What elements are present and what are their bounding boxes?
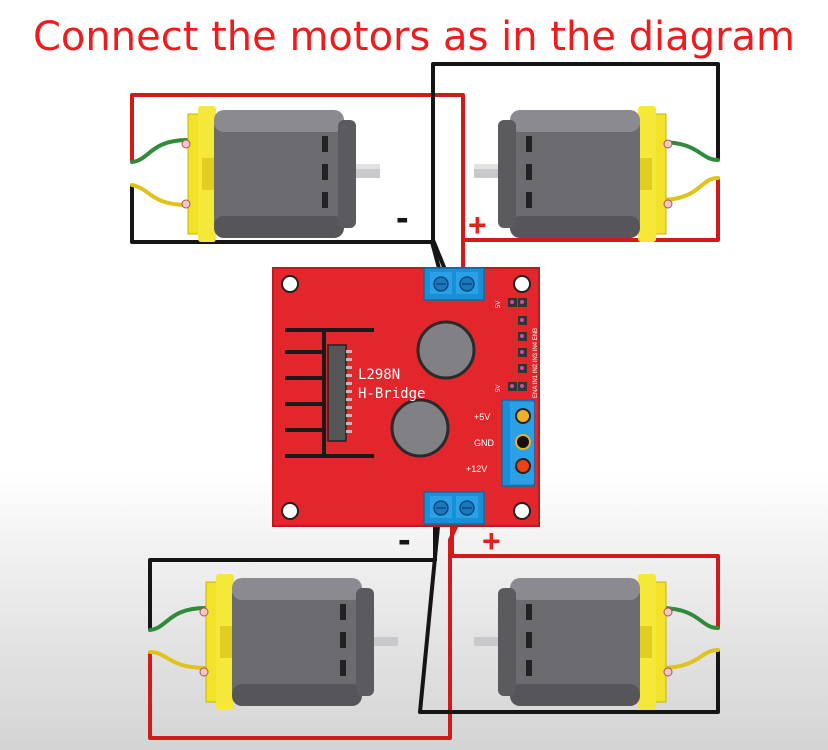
header-label-pins: ENA IN1 IN2 IN3 IN4 ENB — [533, 328, 539, 398]
wire-black-top-right — [431, 62, 720, 273]
power-label-5v: +5V — [474, 412, 490, 422]
header-label-5v-lower: 5V — [496, 385, 502, 392]
power-terminal-icon — [501, 399, 535, 487]
capacitor-icon — [416, 320, 476, 380]
screw-terminal-icon — [423, 491, 485, 525]
mounting-hole-icon — [513, 275, 531, 293]
wire-black-top-left — [130, 185, 442, 273]
page-title: Connect the motors as in the diagram — [33, 14, 795, 60]
power-label-12v: +12V — [466, 464, 487, 474]
wire-black-bottom-left — [148, 500, 437, 630]
mounting-hole-icon — [281, 502, 299, 520]
bottom-plus-marker: + — [482, 523, 501, 559]
wire-red-top-left — [130, 93, 465, 272]
header-pins — [508, 298, 527, 391]
mounting-hole-icon — [281, 275, 299, 293]
board-subtitle: H-Bridge — [358, 386, 425, 402]
bottom-minus-marker: - — [398, 519, 411, 561]
motor-icon — [473, 573, 673, 711]
motor-icon — [181, 105, 381, 243]
motor-icon — [473, 105, 673, 243]
header-label-5v: 5V — [496, 301, 502, 308]
wire-black-bottom-right — [418, 505, 720, 714]
screw-terminal-icon — [423, 267, 485, 301]
wire-red-top-right — [461, 178, 720, 272]
wire-red-bottom-right — [450, 520, 720, 628]
heatsink-icon — [285, 328, 374, 458]
top-minus-marker: - — [396, 197, 409, 239]
power-label-gnd: GND — [474, 438, 495, 448]
mounting-hole-icon — [513, 502, 531, 520]
l298n-board: L298N H-Bridge 5V ENA IN1 IN2 IN3 IN4 EN… — [272, 267, 540, 527]
motor-icon — [199, 573, 399, 711]
capacitor-icon — [390, 398, 450, 458]
board-name: L298N — [358, 367, 400, 383]
top-plus-marker: + — [468, 207, 487, 243]
